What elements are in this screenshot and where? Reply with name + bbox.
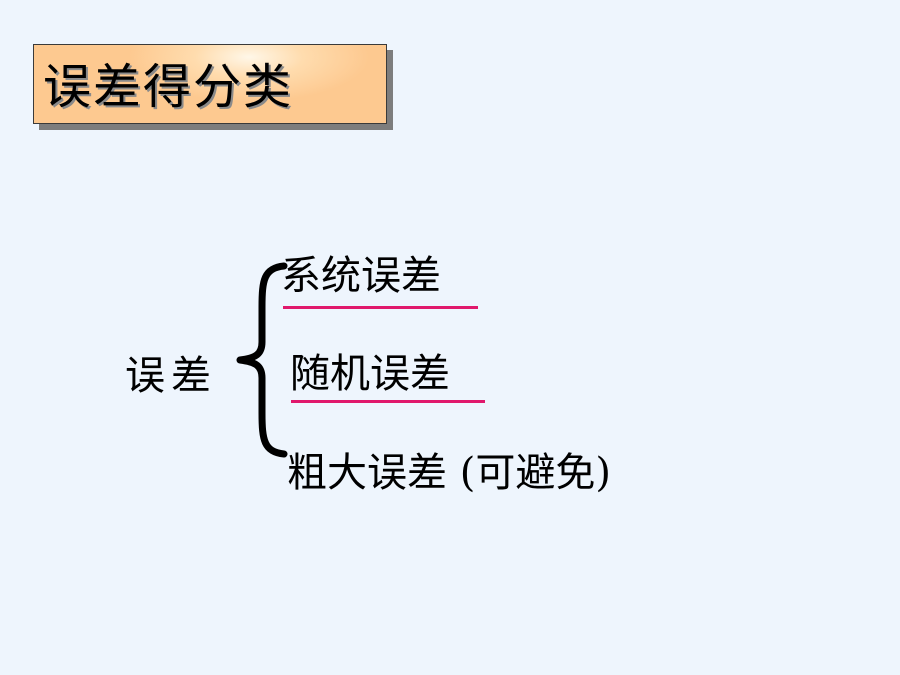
root-node-label: 误差: [125, 353, 217, 399]
slide-title: 误差得分类: [43, 59, 294, 115]
branch-random-error: 随机误差: [290, 351, 450, 397]
branch-gross-error: 粗大误差 (可避免): [287, 450, 611, 496]
curly-brace-icon: [236, 262, 288, 458]
branch-underline: [291, 400, 485, 403]
branch-underline: [283, 306, 478, 309]
slide-title-box: 误差得分类: [33, 44, 387, 124]
branch-systematic-error: 系统误差: [281, 253, 441, 299]
